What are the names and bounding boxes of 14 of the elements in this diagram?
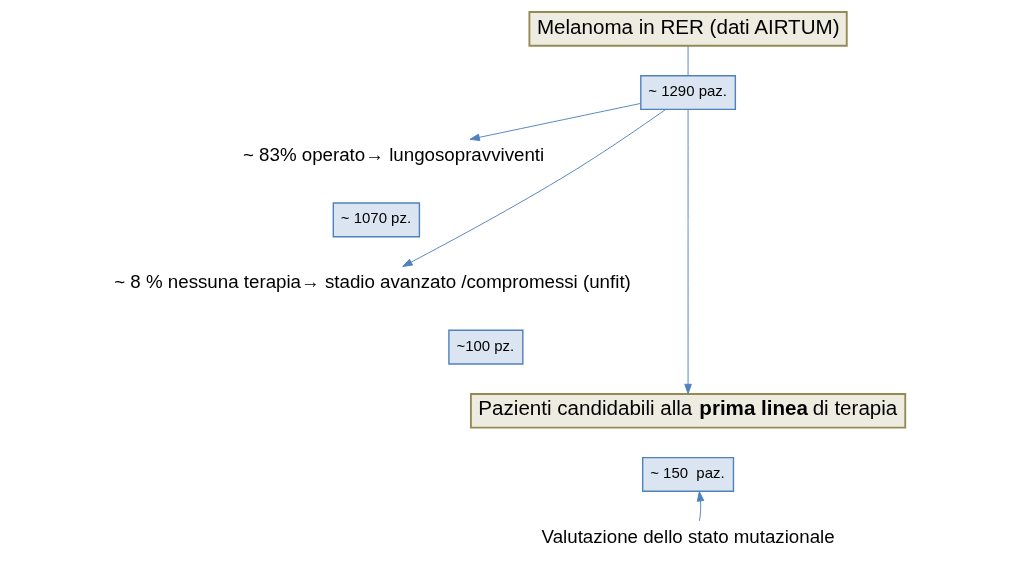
node-box: ~100 pz. (448, 329, 524, 365)
node-text: ~ 83% operato→ lungosopravviventi (242, 143, 545, 165)
arrow (402, 109, 666, 267)
node-box: Melanoma in RER (dati AIRTUM) (528, 11, 848, 47)
node-box: ~ 1070 pz. (332, 202, 421, 238)
connector (687, 45, 689, 76)
node-text: ~ 8 % nessuna terapia→ stadio avanzato /compromessi (unfit) (114, 271, 631, 293)
node-box: Pazienti candidabili alla prima linea di terapia (469, 393, 907, 429)
node-text: Valutazione dello stato mutazionale (541, 525, 835, 547)
node-box: ~ 1290 paz. (640, 75, 737, 111)
node-box: ~ 150 paz. (641, 456, 735, 492)
arrow (684, 109, 692, 395)
arrow (696, 491, 705, 522)
arrow (469, 103, 641, 142)
